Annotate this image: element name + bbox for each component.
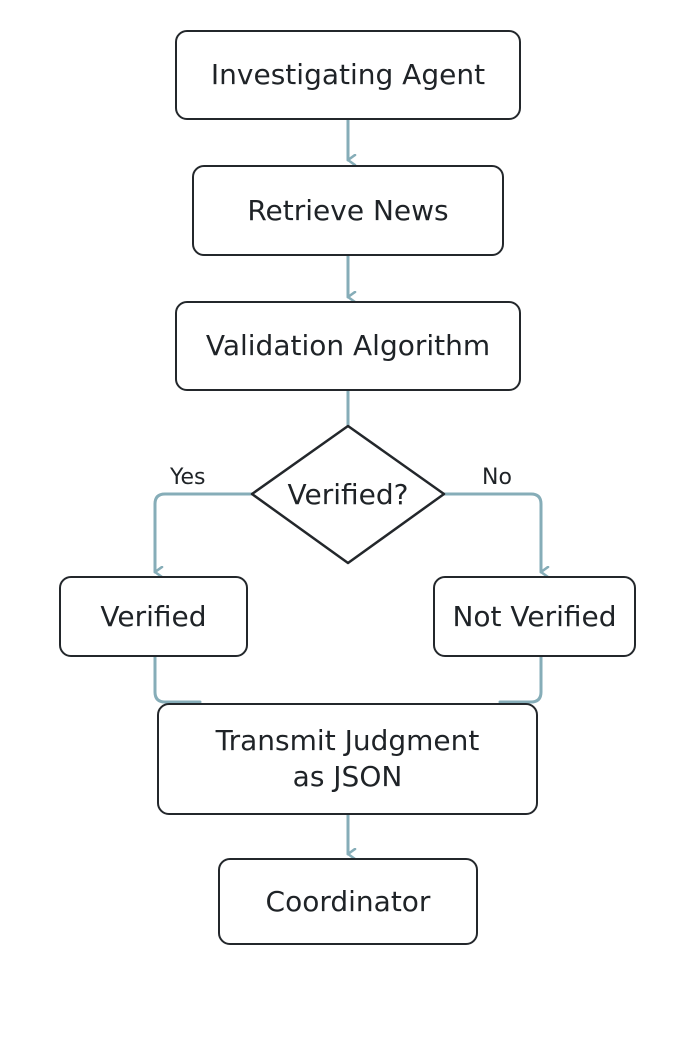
node-coordinator-label: Coordinator — [265, 884, 431, 918]
node-not-verified: Not Verified — [433, 576, 636, 657]
node-not-verified-label: Not Verified — [452, 599, 617, 633]
no-label: No — [482, 465, 512, 490]
arrow-no-to-not-verified — [442, 492, 541, 572]
node-transmit-judgment-label: Transmit Judgment as JSON — [215, 724, 480, 793]
node-retrieve-news-label: Retrieve News — [247, 193, 449, 227]
line-not-verified-to-transmit — [498, 655, 543, 704]
node-investigating-agent: Investigating Agent — [175, 30, 521, 120]
decision-diamond — [250, 424, 446, 565]
node-coordinator: Coordinator — [218, 858, 478, 945]
decision-label: Verified? — [287, 477, 409, 511]
node-verified: Verified — [59, 576, 248, 657]
node-verified-label: Verified — [100, 599, 207, 633]
node-validation-algorithm: Validation Algorithm — [175, 301, 521, 391]
yes-label: Yes — [170, 465, 206, 490]
arrow-yes-to-verified — [153, 492, 254, 572]
node-investigating-agent-label: Investigating Agent — [210, 58, 486, 92]
node-retrieve-news: Retrieve News — [192, 165, 504, 256]
line-verified-to-transmit — [153, 655, 202, 704]
node-validation-algorithm-label: Validation Algorithm — [205, 329, 491, 363]
node-transmit-judgment: Transmit Judgment as JSON — [157, 703, 538, 815]
